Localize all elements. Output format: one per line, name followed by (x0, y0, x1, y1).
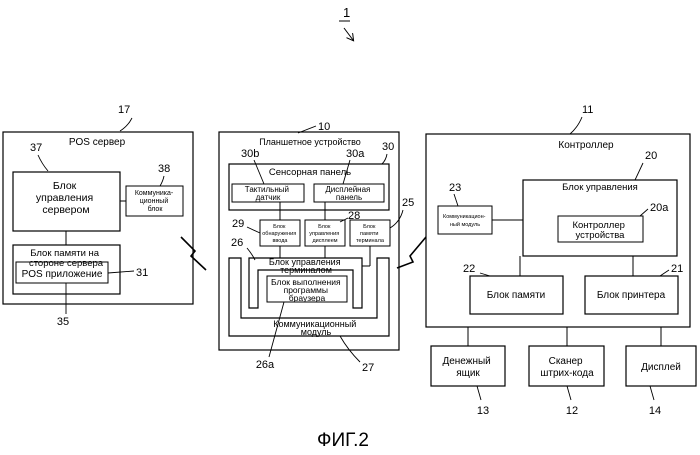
comm-module-ref: 27 (362, 362, 374, 374)
controller-control-leader (635, 163, 643, 180)
display-device-label: Дисплей (641, 362, 681, 373)
server-control-ref: 37 (30, 142, 42, 154)
terminal-ctrl-label: Блок управления терминалом (269, 257, 343, 275)
controller-title: Контроллер (558, 140, 614, 151)
browser-exec-leader (269, 302, 284, 357)
controller-control-ref: 20 (645, 150, 657, 162)
barcode-scanner-ref: 12 (566, 405, 578, 417)
comm-module-leader (340, 336, 360, 362)
printer-leader (660, 270, 669, 276)
controller-memory-label: Блок памяти (487, 290, 546, 301)
figure-caption: ФИГ.2 (317, 430, 369, 451)
pos-app-ref: 31 (136, 267, 148, 279)
server-comm-label: Коммуника- ционный блок (135, 190, 175, 213)
touch-sensor-ref: 30b (241, 148, 259, 160)
cash-drawer-label: Денежный ящик (442, 356, 493, 379)
controller-comm-label: Коммуникацион- ный модуль (443, 214, 487, 228)
server-comm-ref: 38 (158, 163, 170, 175)
pos-server-ref: 17 (118, 104, 130, 116)
touch-panel-ref: 30 (382, 141, 394, 153)
input-detect-ref: 29 (232, 218, 244, 230)
system-ref-arrow (344, 28, 353, 40)
server-control-label: Блок управления сервером (36, 180, 96, 216)
display-device-ref: 14 (649, 405, 661, 417)
browser-exec-ref: 26a (256, 359, 275, 371)
system-ref-label: 1 (343, 5, 350, 20)
controller-comm-ref: 23 (449, 182, 461, 194)
touch-sensor-label: Тактильный датчик (245, 185, 291, 202)
controller-memory-ref: 22 (463, 263, 475, 275)
tablet-ref: 10 (318, 121, 330, 133)
server-memory-ref: 35 (57, 316, 69, 328)
display-device-leader (650, 386, 654, 400)
browser-exec-label: Блок выполнения программы браузера (271, 277, 343, 303)
controller-ref: 11 (582, 104, 593, 116)
device-ctrl-label: Контроллер устройства (572, 220, 627, 241)
touch-panel-leader (382, 154, 387, 164)
printer-label: Блок принтера (597, 290, 666, 301)
device-ctrl-ref: 20a (650, 202, 669, 214)
tablet-title: Планшетное устройство (259, 137, 361, 147)
input-detect-leader (247, 227, 260, 233)
pos-server-title: POS сервер (69, 137, 126, 148)
terminal-memory-leader (390, 210, 403, 228)
touch-panel-label: Сенсорная панель (269, 167, 351, 178)
pos-app-leader (108, 271, 134, 273)
controller-leader (570, 117, 582, 134)
cash-drawer-leader (477, 386, 481, 400)
barcode-scanner-leader (567, 386, 571, 400)
peripherals: Денежный ящик 13 Сканер штрих-кода 12 Ди… (431, 327, 696, 417)
pos-app-label: POS приложение (22, 269, 103, 280)
system-reference: 1 (339, 5, 353, 40)
pos-server-leader (120, 118, 132, 131)
terminal-memory-label: Блок памяти терминала (356, 224, 385, 244)
controller: Контроллер 11 Блок управления 20 Контрол… (426, 104, 690, 327)
printer-ref: 21 (671, 263, 683, 275)
terminal-ctrl-ref: 26 (231, 237, 243, 249)
display-ctrl-label: Блок управления дисплеем (309, 224, 341, 244)
cash-drawer-ref: 13 (477, 405, 489, 417)
terminal-memory-ref: 25 (402, 197, 414, 209)
controller-comm-leader (454, 194, 458, 206)
comm-module-label: Коммуникационный модуль (273, 319, 359, 337)
display-panel-ref: 30a (346, 148, 365, 160)
server-memory-label: Блок памяти на стороне сервера (29, 248, 104, 269)
controller-comm-block (438, 206, 492, 234)
wireless-link-controller-icon (397, 237, 426, 268)
server-control-leader (38, 155, 48, 171)
pos-server: POS сервер 17 Блок управления сервером 3… (3, 104, 193, 328)
device-ctrl-leader (640, 209, 648, 216)
display-panel-label: Дисплейная панель (325, 185, 372, 202)
tablet-device: Планшетное устройство 10 Сенсорная панел… (219, 121, 414, 374)
server-comm-leader (160, 176, 164, 186)
controller-control-label: Блок управления (562, 182, 638, 193)
input-detect-label: Блок обнаружения ввода (262, 224, 297, 244)
barcode-scanner-label: Сканер штрих-кода (540, 356, 594, 379)
